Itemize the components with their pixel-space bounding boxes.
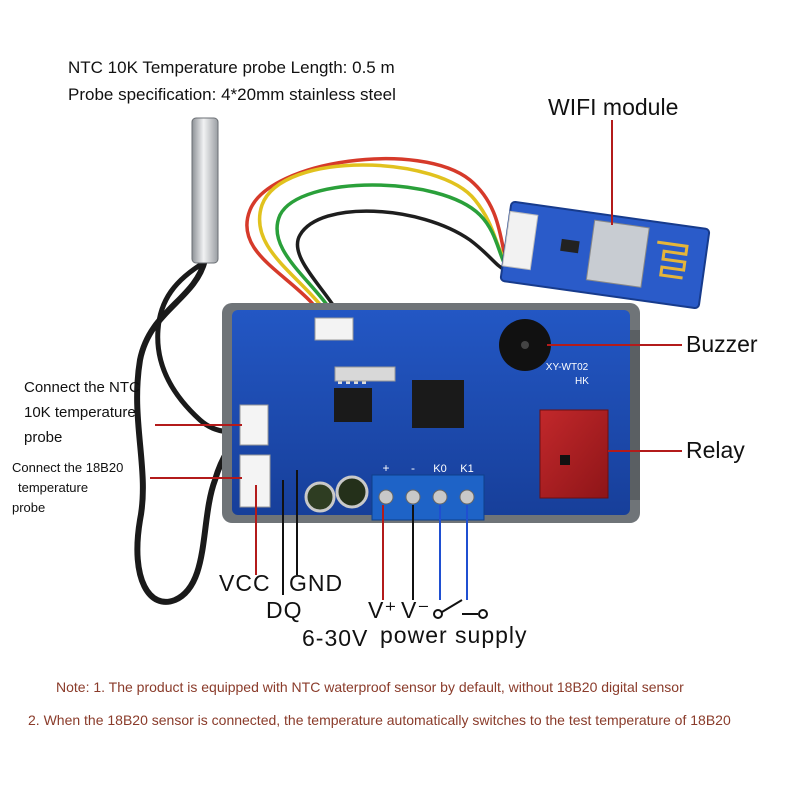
- pin-lines: [282, 470, 468, 600]
- ntc-label-line-2: 10K temperature: [24, 404, 136, 421]
- silkscreen-model: XY-WT02: [546, 362, 589, 373]
- relay: [539, 409, 609, 499]
- vplus-label: V⁺: [368, 597, 398, 623]
- note-line-1: Note: 1. The product is equipped with NT…: [56, 679, 684, 695]
- probe-cable: [134, 257, 253, 605]
- dq-pin-label: DQ: [266, 597, 303, 623]
- switch-symbol: [433, 599, 488, 619]
- terminal-label-plus: +: [382, 461, 389, 475]
- header-pins: [334, 366, 396, 382]
- vcc-pin-label: VCC: [219, 570, 271, 596]
- gnd-pin-label: GND: [289, 570, 344, 596]
- probe-length-spec: NTC 10K Temperature probe Length: 0.5 m: [68, 58, 395, 77]
- silkscreen-hk: HK: [575, 376, 589, 387]
- ds18b20-label-line-2: temperature: [18, 480, 89, 495]
- probe-material-spec: Probe specification: 4*20mm stainless st…: [68, 85, 396, 104]
- callout-lines: [150, 120, 682, 575]
- ntc-connector: [239, 404, 269, 446]
- ntc-probe: [134, 117, 253, 605]
- terminal-label-minus: -: [411, 461, 415, 475]
- wifi-module: [499, 200, 711, 310]
- ds18b20-label-line-3: probe: [12, 500, 46, 515]
- capacitor-1: [304, 481, 336, 513]
- relay-label: Relay: [686, 437, 745, 463]
- wifi-module-label: WIFI module: [548, 94, 679, 120]
- ds18b20-label-line-1: Connect the 18B20: [12, 460, 124, 475]
- note-line-2: 2. When the 18B20 sensor is connected, t…: [28, 712, 731, 728]
- ntc-connect-label: Connect the NTC 10K temperature probe: [24, 375, 140, 450]
- ntc-label-line-1: Connect the NTC: [24, 379, 140, 396]
- pcb-components: [239, 317, 609, 521]
- chip-main: [412, 380, 464, 428]
- probe-steel-tube: [191, 117, 219, 264]
- terminal-label-k1: K1: [460, 463, 473, 475]
- terminal-label-k0: K0: [433, 463, 446, 475]
- vminus-label: V⁻: [401, 597, 431, 623]
- chip-left: [334, 388, 372, 422]
- wifi-wires: [245, 157, 507, 332]
- capacitor-2: [335, 475, 369, 509]
- ntc-label-line-3: probe: [24, 429, 63, 446]
- wifi-connector: [314, 317, 354, 341]
- supply-range-label: 6-30V: [302, 625, 369, 651]
- buzzer-label: Buzzer: [686, 331, 758, 357]
- power-supply-label: power supply: [380, 622, 528, 648]
- ds18b20-connect-label: Connect the 18B20 temperature probe: [12, 458, 123, 518]
